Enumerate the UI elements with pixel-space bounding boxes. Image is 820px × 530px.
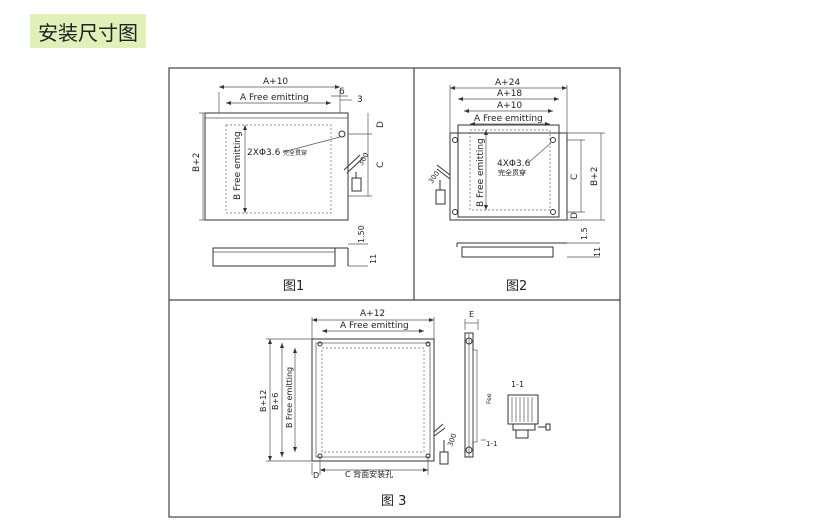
fig1-label-150: 1.50 xyxy=(357,225,366,243)
fig2-outer-panel xyxy=(449,132,568,221)
fig2-label-d: D xyxy=(570,212,580,219)
fig3-label-fee: Fee xyxy=(486,393,493,404)
fig2-label-hole-sub: 完全贯穿 xyxy=(498,168,526,177)
fig2-label-15: 1.5 xyxy=(580,227,589,240)
fig3-label-free-height: B Free emitting xyxy=(285,367,294,428)
fig2-label-free-height: B Free emitting xyxy=(476,138,486,207)
fig2-label-300: 300 xyxy=(427,170,441,186)
fig2-label-height-total: B+2 xyxy=(590,167,600,186)
fig1-label-top-width: A+10 xyxy=(263,77,288,87)
fig2-label-w18: A+18 xyxy=(497,89,522,99)
fig1-label-free-width: A Free emitting xyxy=(240,93,309,103)
fig3-label-d: D xyxy=(313,471,319,480)
fig1-label-hole: 2XΦ3.6 xyxy=(247,148,281,158)
fig1-label-3: 3 xyxy=(357,95,363,105)
fig3-label-300: 300 xyxy=(446,432,458,447)
fig1-outer-panel xyxy=(204,112,349,221)
fig2-caption: 图2 xyxy=(506,279,527,294)
fig3-label-sec2: 1-1 xyxy=(486,440,497,448)
fig3-label-free-width: A Free emitting xyxy=(340,321,409,331)
fig2-connector xyxy=(435,189,446,205)
fig1-label-11: 11 xyxy=(369,254,378,264)
fig1-connector xyxy=(351,177,362,192)
fig2-label-w10: A+10 xyxy=(497,101,522,111)
section-title: 安装尺寸图 xyxy=(30,14,146,48)
fig1-label-height-total: B+2 xyxy=(192,153,202,172)
fig2-mount-hole xyxy=(550,137,556,143)
fig3-label-c-back: C 背面安装孔 xyxy=(345,469,393,479)
fig2-emitting-area xyxy=(469,129,551,211)
fig3-caption: 图 3 xyxy=(381,494,406,509)
fig3-label-h6: B+6 xyxy=(271,393,280,410)
fig1-label-free-height: B Free emitting xyxy=(233,131,243,200)
fig1-side-view xyxy=(212,247,336,267)
fig1-label-d: D xyxy=(376,121,386,128)
fig3-section-detail xyxy=(507,394,539,425)
fig3-label-h12: B+12 xyxy=(259,390,268,412)
fig2-label-11: 11 xyxy=(593,247,602,257)
fig3-label-sec1: 1-1 xyxy=(511,380,524,389)
fig2-label-free-width: A Free emitting xyxy=(474,114,543,124)
fig3-emitting-area xyxy=(321,347,425,453)
fig2-mid-panel xyxy=(457,124,560,218)
fig3-label-w12: A+12 xyxy=(360,309,385,319)
fig2-label-c: C xyxy=(570,174,580,180)
drawing-frame xyxy=(168,67,621,518)
fig1-label-c: C xyxy=(376,162,386,168)
fig1-mount-hole xyxy=(338,130,346,138)
section-title-text: 安装尺寸图 xyxy=(38,20,138,45)
figure-2: A+24 A+18 A+10 A Free emitting B Free em… xyxy=(427,78,605,294)
fig1-label-300: 300 xyxy=(357,151,371,167)
fig2-side-view xyxy=(461,246,554,258)
fig1-caption: 图1 xyxy=(283,279,304,294)
fig2-label-w24: A+24 xyxy=(495,78,520,88)
fig3-mount-hole xyxy=(317,341,323,347)
fig2-label-hole: 4XΦ3.6 xyxy=(497,159,531,169)
fig3-label-e: E xyxy=(469,310,474,319)
figure-3: A+12 A Free emitting B+12 B+6 B Free emi… xyxy=(259,309,551,509)
fig1-emitting-area xyxy=(225,124,332,214)
fig1-label-6: 6 xyxy=(339,87,345,97)
fig3-connector xyxy=(439,451,449,465)
fig3-outer-panel xyxy=(311,338,435,462)
fig1-label-hole-sub: 完全贯穿 xyxy=(283,149,307,157)
figure-1: A+10 A Free emitting 6 3 B+2 B Free emit… xyxy=(192,77,386,294)
